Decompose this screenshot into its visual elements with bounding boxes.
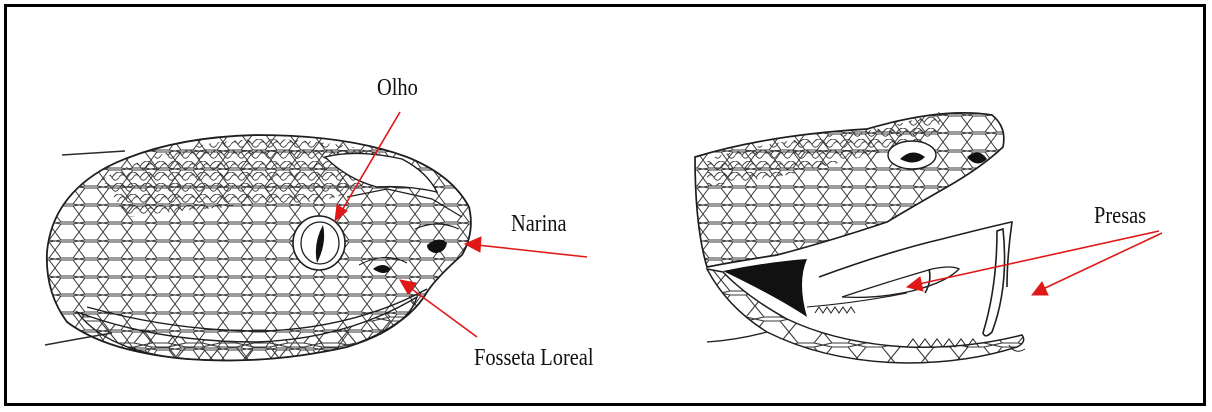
arrow-narina	[477, 245, 587, 257]
arrow-fosseta	[409, 287, 477, 337]
label-narina: Narina	[511, 211, 567, 238]
illustration	[7, 7, 1206, 406]
main-fang	[983, 229, 1005, 336]
right-snake-head	[695, 111, 1025, 363]
label-presas: Presas	[1094, 203, 1146, 230]
figure-frame: Olho Narina Fosseta Loreal Presas	[4, 4, 1206, 406]
neck-line-top	[62, 151, 125, 155]
label-fosseta-loreal: Fosseta Loreal	[474, 345, 594, 372]
label-olho: Olho	[377, 75, 418, 102]
left-snake-head	[45, 135, 471, 361]
arrow-presas-inner	[919, 231, 1159, 284]
left-eye	[293, 216, 345, 270]
arrow-presas-outer	[1043, 233, 1162, 289]
upper-gum	[842, 267, 959, 297]
